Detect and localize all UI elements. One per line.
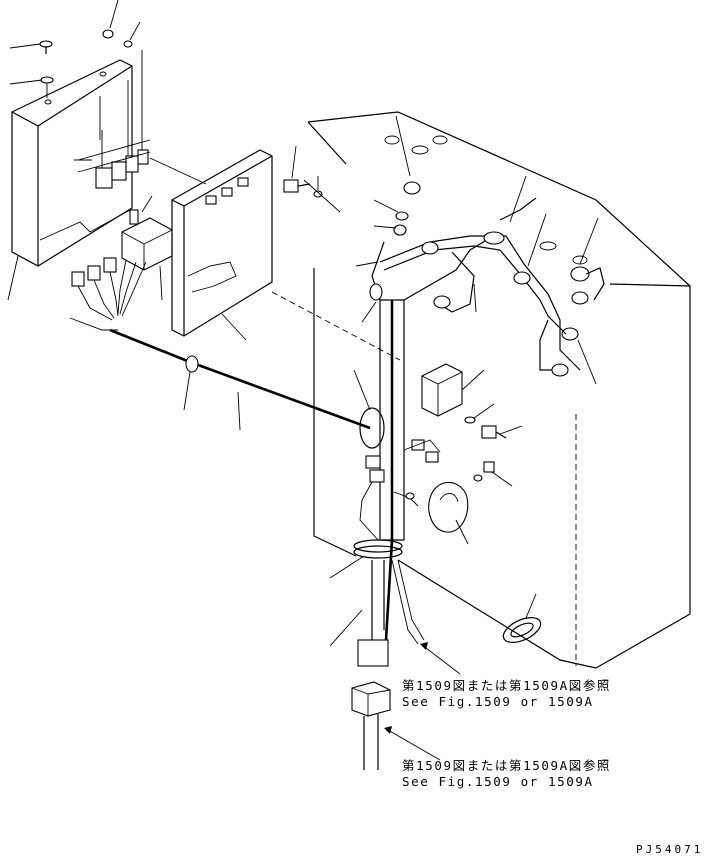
mounting-plate bbox=[149, 149, 401, 361]
frame-and-trunk bbox=[313, 237, 491, 645]
drawing-code: PJ54071 bbox=[636, 843, 704, 856]
upper-harness bbox=[369, 181, 605, 377]
reference-arrows bbox=[384, 642, 428, 734]
reference-note-2: 第1509図または第1509A図参照 See Fig.1509 or 1509A bbox=[402, 758, 611, 790]
harness-connectors-left bbox=[69, 257, 147, 331]
grommet bbox=[502, 617, 542, 643]
reference-note-2-jp: 第1509図または第1509A図参照 bbox=[402, 758, 612, 773]
horn bbox=[428, 461, 495, 533]
trunk-connectors bbox=[359, 439, 441, 541]
leader-lines bbox=[7, 0, 599, 761]
reference-note-1-jp: 第1509図または第1509A図参照 bbox=[402, 678, 612, 693]
reference-note-2-en: See Fig.1509 or 1509A bbox=[402, 774, 594, 789]
reference-note-1-en: See Fig.1509 or 1509A bbox=[402, 694, 594, 709]
frame-box bbox=[307, 111, 691, 669]
bolt-washer bbox=[283, 179, 341, 213]
controller-unit bbox=[421, 363, 507, 439]
reference-note-1: 第1509図または第1509A図参照 See Fig.1509 or 1509A bbox=[402, 678, 611, 710]
relay-block bbox=[77, 50, 151, 189]
bottom-connectors bbox=[351, 630, 391, 770]
control-box bbox=[11, 59, 133, 267]
screw-parts bbox=[39, 29, 133, 98]
main-harness bbox=[109, 328, 385, 449]
terminal-block bbox=[121, 209, 173, 271]
